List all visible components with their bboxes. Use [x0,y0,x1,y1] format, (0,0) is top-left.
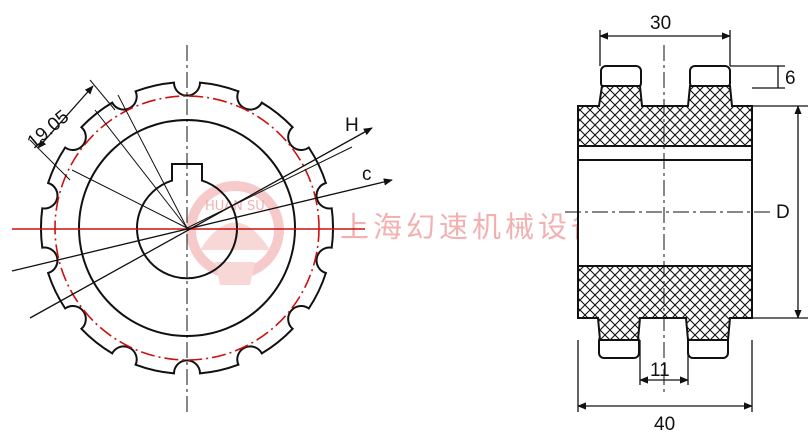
dim-d-label: D [776,202,790,223]
bore-region [577,159,753,267]
pitch-dimension-label: 19.05 [23,106,73,153]
h-label: H [345,115,359,136]
front-view [11,45,393,412]
pitch-dim-line [37,85,94,149]
watermark: HUAN SU 上海幻速机械设备 [186,181,604,285]
tooth-top-left [600,65,642,89]
dim-line-h [29,127,373,319]
bore-with-keyway [136,163,238,280]
dim-30-label: 30 [650,13,671,34]
dim-6-label: 6 [785,68,796,89]
radial-line-1 [94,109,188,229]
dim-line-c [11,178,393,272]
tooth-top-right [689,65,731,89]
hatched-section-top [577,85,753,147]
hatched-section-bottom [577,265,753,341]
side-dimensions [577,30,808,412]
gear-outer-outline [39,81,335,375]
side-view [565,45,770,395]
pitch-ext-line-1 [89,79,116,111]
leader-line-right [186,146,353,229]
dim-11-label: 11 [650,360,670,381]
radial-line-2 [117,94,188,229]
c-label: c [362,164,372,185]
watermark-chinese: 上海幻速机械设备 [340,210,604,244]
watermark-latin: HUAN SU [205,199,265,214]
dim-40-label: 40 [654,414,675,435]
pitch-circle [54,95,320,361]
middle-band-top [577,145,753,161]
radial-line-3 [71,169,188,229]
pitch-ext-line-2 [29,139,71,181]
